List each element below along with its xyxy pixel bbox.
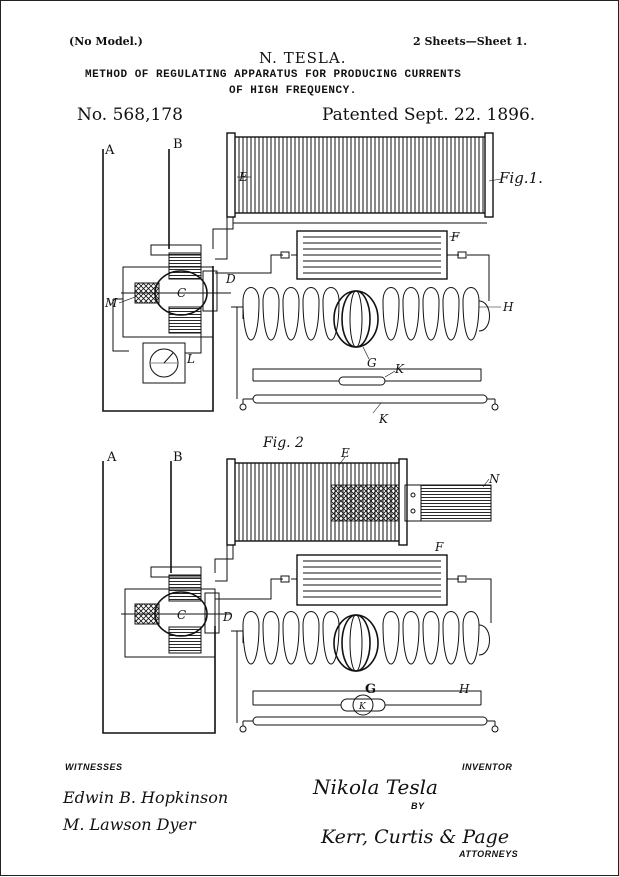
patent-title-line-2: OF HIGH FREQUENCY. xyxy=(229,85,357,97)
fig1-label-g: G xyxy=(367,356,377,370)
fig2-label-d: D xyxy=(222,610,233,624)
fig2-generator-c xyxy=(121,566,231,658)
fig1-label-m: M xyxy=(104,296,118,310)
fig2-label-b: B xyxy=(173,450,183,465)
fig1-generator-c xyxy=(112,244,231,352)
inventor-signature: Nikola Tesla xyxy=(312,775,438,799)
fig2-core-n xyxy=(420,484,492,522)
figure-1: A B C D E F G H K K L M Fig.1. xyxy=(102,132,543,426)
fig1-figure-label: Fig.1. xyxy=(498,169,543,187)
fig1-line-a xyxy=(102,149,214,412)
fig1-label-b: B xyxy=(173,137,183,152)
attorneys-label: ATTORNEYS xyxy=(459,849,519,859)
fig1-label-a: A xyxy=(104,143,115,158)
fig2-label-e: E xyxy=(340,446,350,460)
fig1-label-f: F xyxy=(450,230,460,244)
witness-1-signature: Edwin B. Hopkinson xyxy=(62,788,228,807)
fig2-spiral-coil-h xyxy=(231,611,490,723)
fig2-line-a xyxy=(102,461,216,734)
sheet-number: 2 Sheets—Sheet 1. xyxy=(413,35,528,48)
fig2-coil-e xyxy=(226,458,422,546)
no-model-note: (No Model.) xyxy=(69,35,143,48)
fig1-wire-e xyxy=(212,217,234,249)
fig2-lamp-k xyxy=(239,690,499,733)
fig2-label-f: F xyxy=(434,540,444,554)
inventor-label: INVENTOR xyxy=(462,762,513,772)
by-label: BY xyxy=(411,801,425,811)
witnesses-label: WITNESSES xyxy=(65,762,123,772)
fig2-label-n: N xyxy=(488,472,500,486)
fig2-label-k: K xyxy=(358,702,367,712)
fig1-lamp-k xyxy=(239,368,499,414)
figure-2: A B C D E F G H K N Fig. 2 xyxy=(102,435,500,734)
fig1-label-l: L xyxy=(186,352,195,366)
patent-number: No. 568,178 xyxy=(77,105,183,125)
fig1-coil-e xyxy=(226,132,494,224)
fig2-condenser-f xyxy=(296,554,448,606)
patent-title-line-1: METHOD OF REGULATING APPARATUS FOR PRODU… xyxy=(85,69,462,81)
fig1-spiral-coil-h xyxy=(231,287,490,399)
witness-2-signature: M. Lawson Dyer xyxy=(62,815,197,834)
attorneys-signature: Kerr, Curtis & Page xyxy=(320,826,509,848)
fig2-label-a: A xyxy=(106,450,117,465)
fig1-label-d: D xyxy=(225,272,236,286)
inventor-name: N. TESLA. xyxy=(259,49,347,67)
fig1-label-k-upper: K xyxy=(394,362,405,376)
fig2-label-c: C xyxy=(177,608,186,622)
fig1-label-e: E xyxy=(238,170,248,184)
fig1-meter-l xyxy=(142,321,202,384)
fig2-label-h: H xyxy=(458,682,470,696)
fig1-label-k-lower: K xyxy=(378,412,389,426)
patent-date: Patented Sept. 22. 1896. xyxy=(322,105,536,125)
fig2-figure-label: Fig. 2 xyxy=(262,435,304,451)
fig1-label-c: C xyxy=(177,286,186,300)
fig2-label-g: G xyxy=(365,682,376,697)
fig1-condenser-f xyxy=(296,230,448,280)
fig1-label-h: H xyxy=(502,300,514,314)
